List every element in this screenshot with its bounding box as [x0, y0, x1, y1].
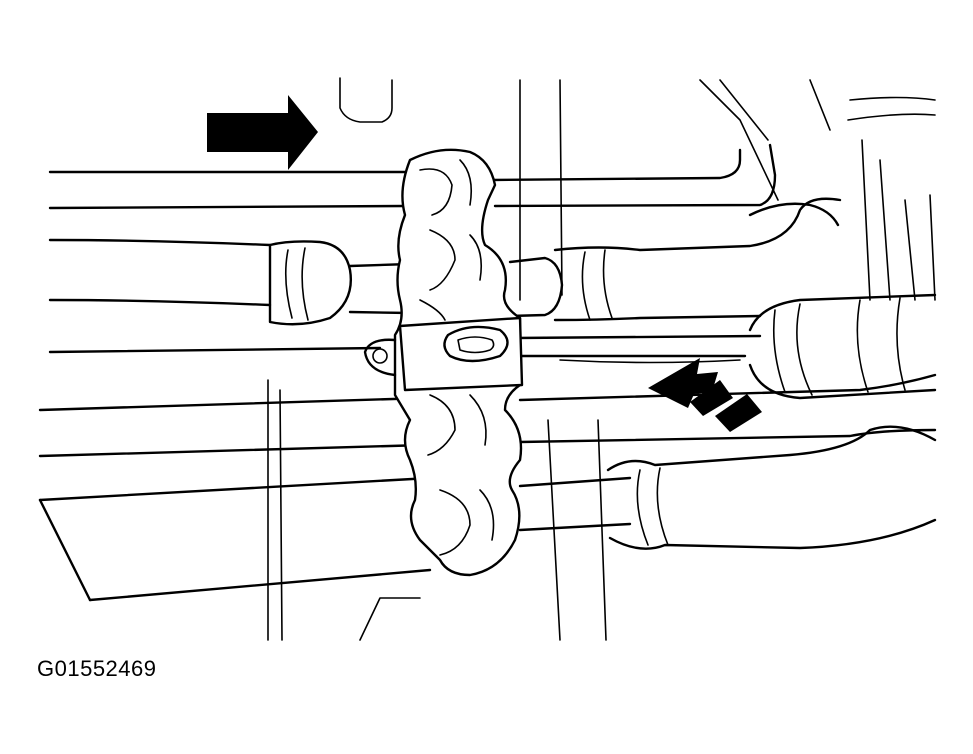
- figure-code: G01552469: [37, 656, 157, 681]
- large-arrow-right-icon: [207, 95, 318, 170]
- screwdriver: [513, 293, 937, 400]
- body-panel-lines: [267, 77, 936, 641]
- dashed-arrow-up-left-icon: [648, 358, 762, 432]
- pipe-top: [48, 143, 777, 210]
- hose-upper: [48, 197, 842, 326]
- pipe-clamp: [363, 148, 524, 577]
- pipe-middle: [38, 346, 937, 458]
- hose-lower: [38, 425, 937, 602]
